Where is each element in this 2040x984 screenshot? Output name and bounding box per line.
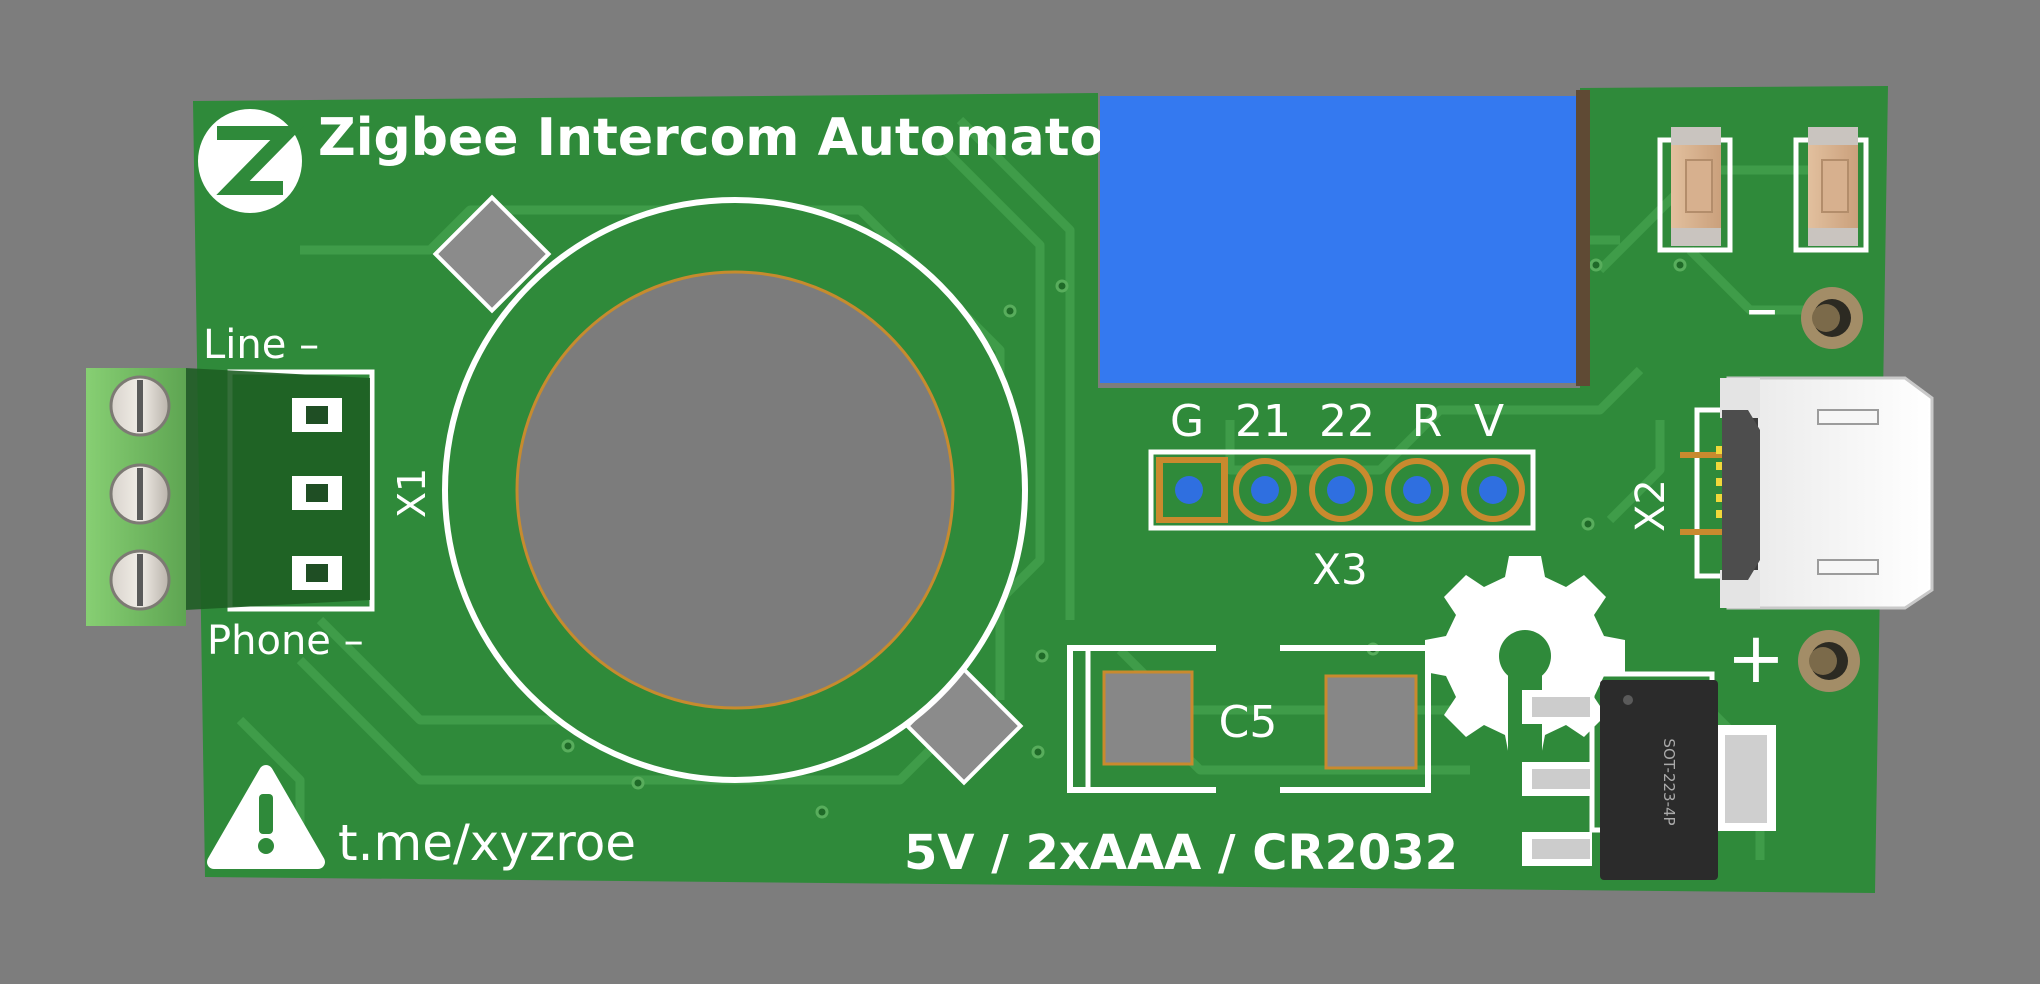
zigbee-logo-icon <box>198 109 304 213</box>
pin-label-21: 21 <box>1235 396 1291 447</box>
power-options: 5V / 2xAAA / CR2032 <box>904 825 1458 881</box>
phone-label: Phone – <box>207 618 364 664</box>
smd-capacitor-right <box>1793 127 1869 253</box>
smd-capacitor-left <box>1657 127 1733 253</box>
pin-label-22: 22 <box>1319 396 1375 447</box>
pin-header-x3 <box>1148 449 1536 531</box>
plus-label: + <box>1727 617 1786 699</box>
battery-holder <box>432 194 1028 786</box>
battery-pad-plus <box>1798 630 1860 692</box>
pin-label-g: G <box>1170 396 1204 447</box>
pin-labels: G 21 22 R V <box>1170 396 1504 447</box>
usb-connector-x2 <box>1680 376 1934 610</box>
pin-label-r: R <box>1412 396 1443 447</box>
terminal-block-x1 <box>86 368 375 626</box>
battery-pad-minus <box>1801 287 1863 349</box>
wireless-module <box>1100 90 1590 386</box>
board-title: Zigbee Intercom Automator <box>318 108 1131 168</box>
regulator-marking: SOT-223-4P <box>1660 738 1678 825</box>
voltage-regulator <box>1522 671 1776 880</box>
line-label: Line – <box>203 322 319 368</box>
capacitor-c5 <box>1067 645 1431 793</box>
footer-link: t.me/xyzroe <box>338 814 636 872</box>
x1-label: X1 <box>390 468 434 518</box>
c5-label: C5 <box>1219 697 1278 748</box>
warning-icon <box>207 765 325 869</box>
pin-label-v: V <box>1474 396 1504 447</box>
minus-label: – <box>1746 272 1778 346</box>
x2-label: X2 <box>1628 479 1674 532</box>
x3-label: X3 <box>1312 545 1368 594</box>
